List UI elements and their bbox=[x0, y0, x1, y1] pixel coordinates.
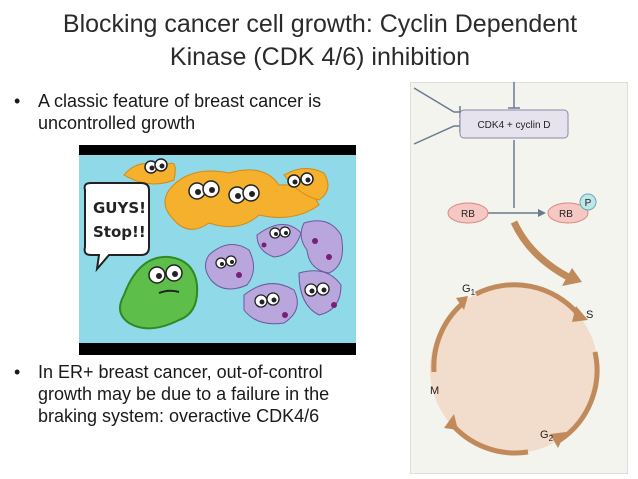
title-line-2: Kinase (CDK 4/6) inhibition bbox=[169, 43, 471, 71]
cartoon-illustration: GUYS! Stop!! bbox=[79, 155, 356, 343]
bullet-2-line-3: braking system: overactive CDK4/6 bbox=[38, 406, 320, 426]
rb-right-node bbox=[547, 202, 589, 224]
cancer-cells-cartoon: GUYS! Stop!! bbox=[79, 145, 356, 355]
rb-left-label: RB bbox=[461, 209, 475, 220]
rb-left-node bbox=[447, 202, 489, 224]
bullet-2-line-1: In ER+ breast cancer, out-of-control bbox=[38, 362, 323, 382]
speech-line-2: Stop!! bbox=[93, 223, 146, 241]
phase-m-label: M bbox=[430, 385, 439, 397]
bullet-1-line-1: A classic feature of breast cancer is bbox=[38, 91, 322, 111]
cell-cycle-diagram: CDK4 + cyclin D RB RB P G1 S G2 M bbox=[409, 81, 629, 475]
title-line-1: Blocking cancer cell growth: Cyclin Depe… bbox=[62, 10, 578, 38]
bullet-1-line-2: uncontrolled growth bbox=[38, 113, 196, 133]
phase-s-label: S bbox=[586, 309, 593, 321]
cdk-box bbox=[459, 109, 569, 139]
rb-right-label: RB bbox=[559, 209, 573, 220]
phosphate-badge bbox=[579, 193, 597, 211]
cell-cycle-circle bbox=[430, 285, 598, 453]
bullet-marker: • bbox=[14, 362, 21, 382]
slide-title: Blocking cancer cell growth: Cyclin Depe… bbox=[20, 8, 620, 74]
phosphate-label: P bbox=[585, 198, 592, 209]
cdk-box-label: CDK4 + cyclin D bbox=[477, 120, 550, 131]
bullet-marker: • bbox=[14, 91, 21, 111]
phase-g1-label: G1 bbox=[462, 283, 476, 297]
speech-line-1: GUYS! bbox=[93, 199, 146, 217]
bullet-2-line-2: growth may be due to a failure in the bbox=[38, 384, 330, 404]
cell-cycle-figure: CDK4 + cyclin D RB RB P G1 S G2 M bbox=[409, 81, 629, 475]
phase-g2-label: G2 bbox=[540, 429, 554, 443]
